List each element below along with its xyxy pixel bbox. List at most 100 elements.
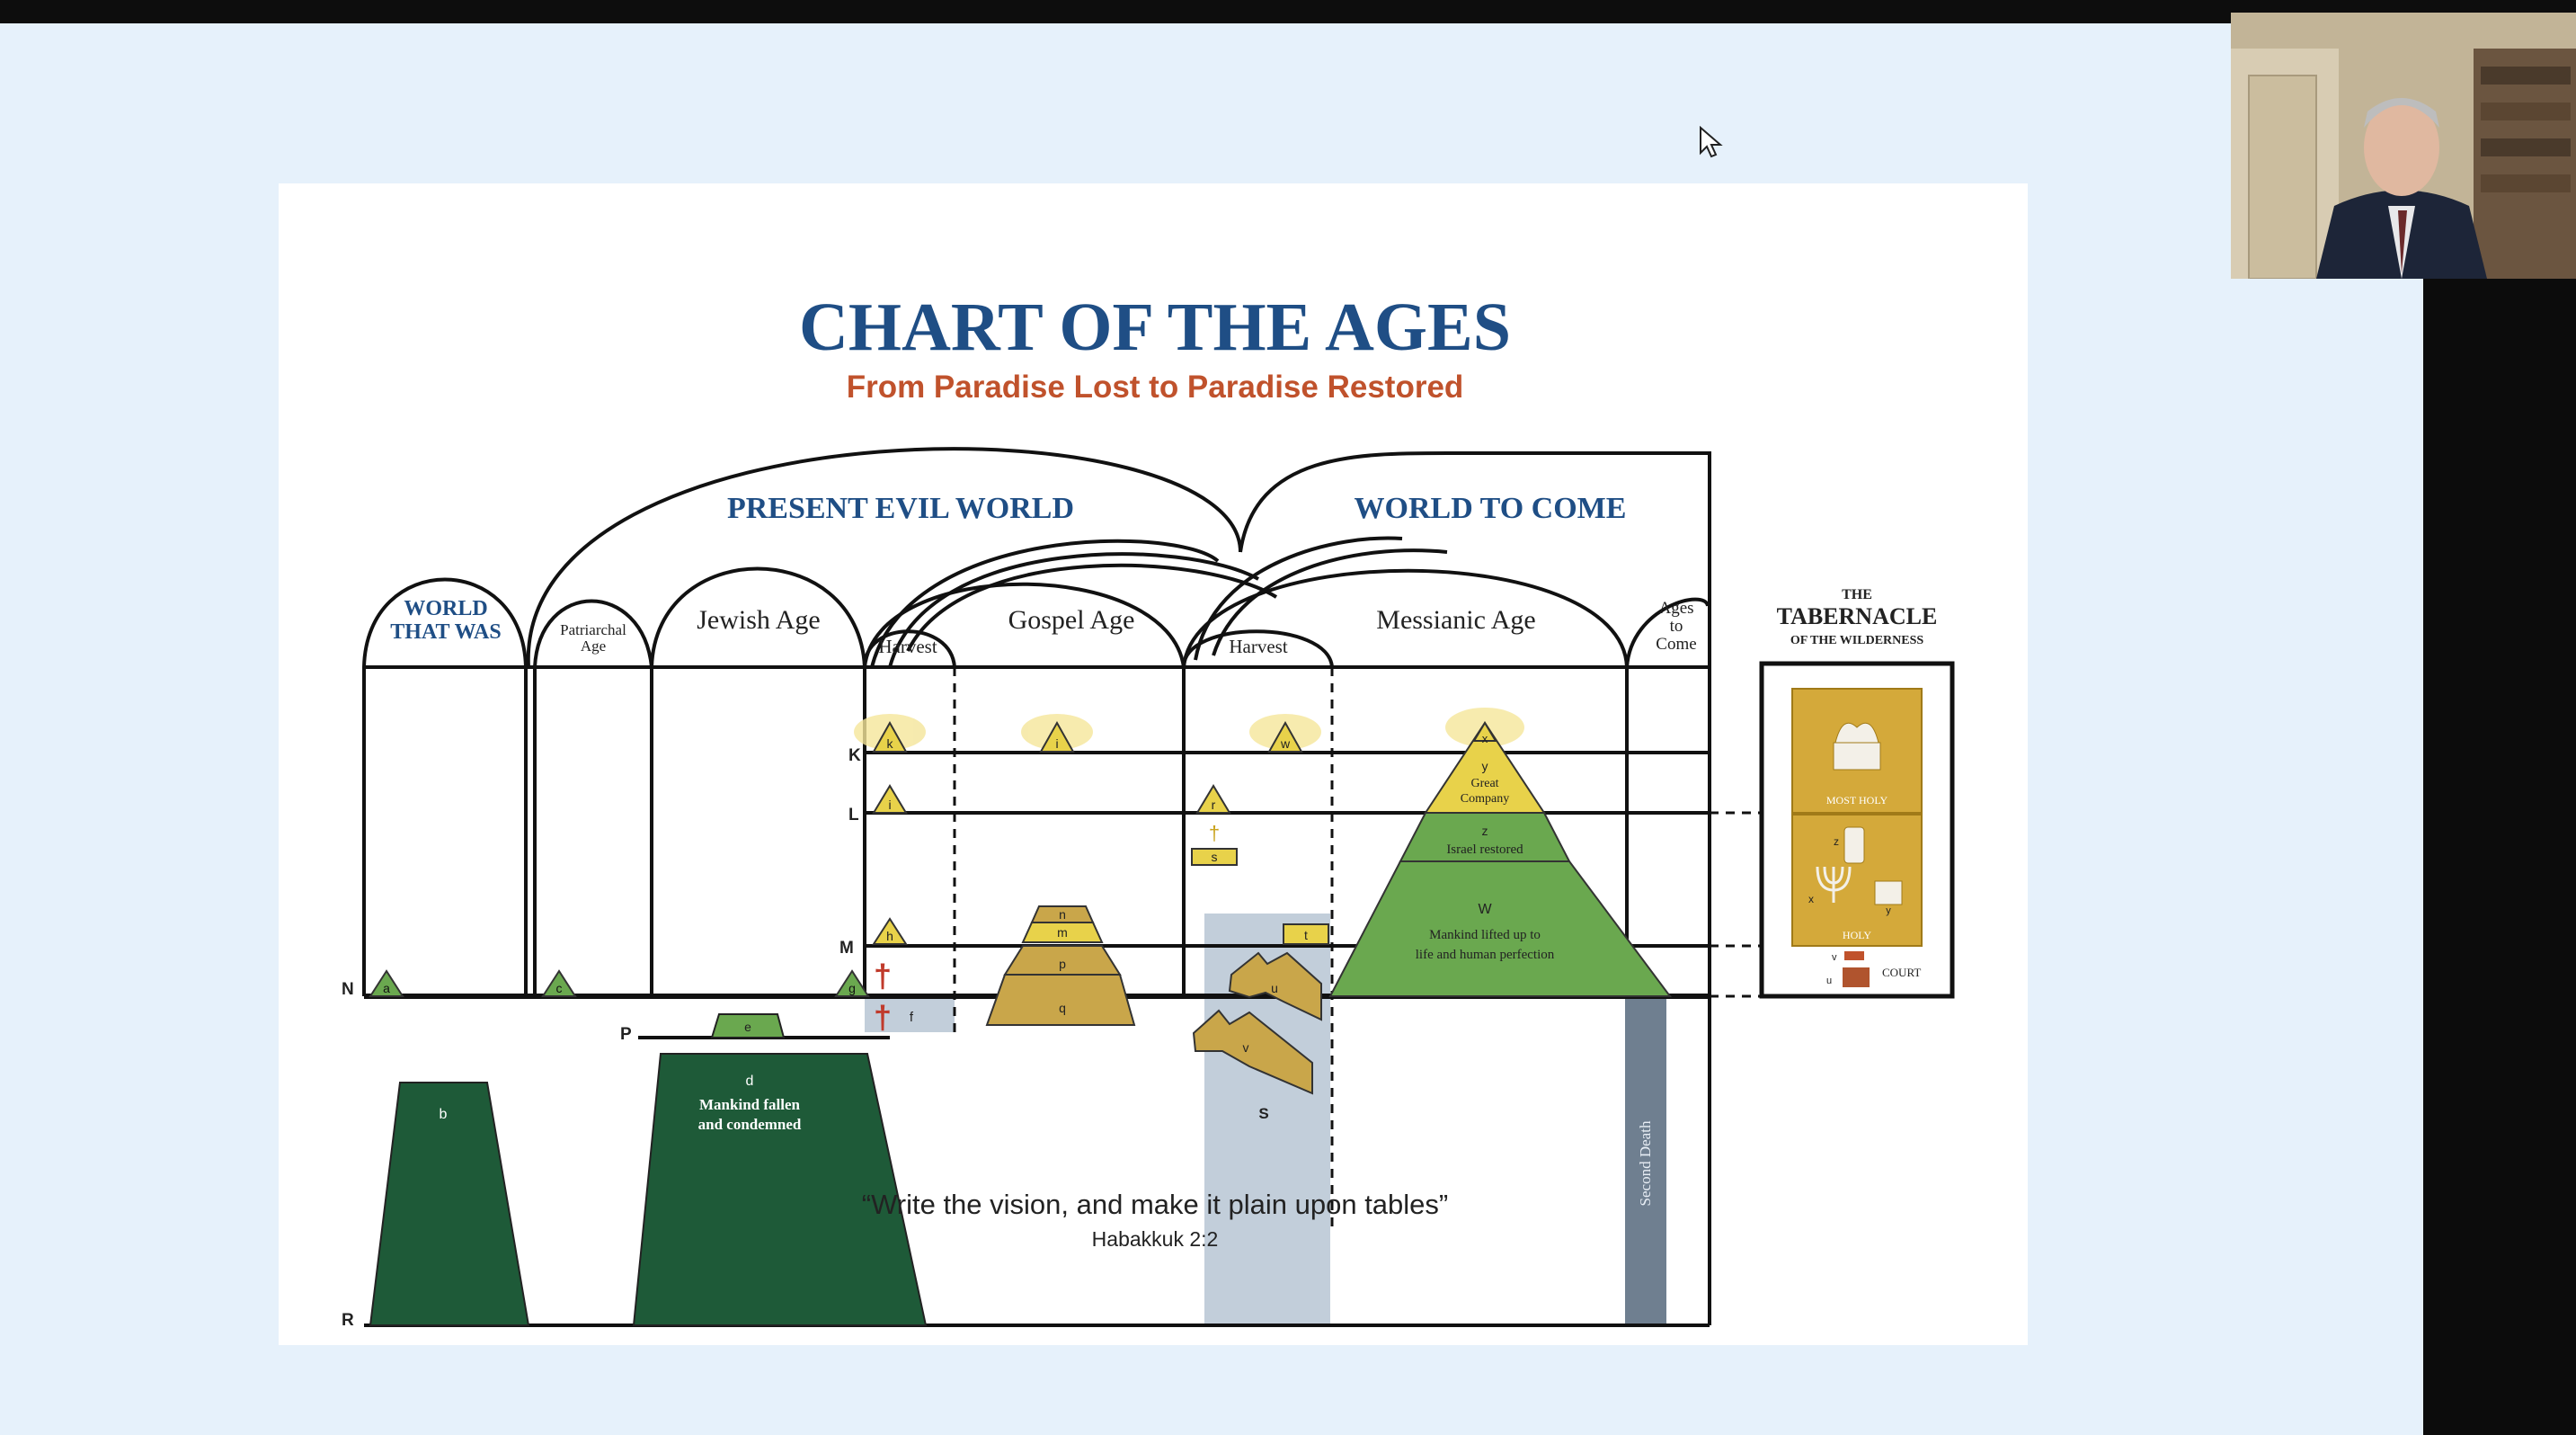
present-evil-world-arc	[526, 447, 1242, 668]
letter-big-s: S	[1258, 1105, 1268, 1122]
world-that-was-label-2: THAT WAS	[390, 620, 501, 644]
world-to-come-label: WORLD TO COME	[1355, 492, 1627, 525]
letter-y: y	[1482, 759, 1488, 773]
block-s	[1191, 848, 1238, 866]
tabernacle-y: y	[1886, 905, 1891, 916]
block-q	[985, 974, 1136, 1026]
court-label: COURT	[1882, 966, 1921, 979]
letter-i-2: i	[888, 798, 891, 812]
plane-l-label: L	[848, 806, 859, 824]
tabernacle-title: TABERNACLE	[1777, 603, 1938, 629]
altar-icon	[1874, 880, 1903, 905]
second-death-bar	[1625, 996, 1666, 1324]
letter-n: n	[1059, 907, 1066, 922]
block-m	[1021, 922, 1104, 943]
great-company-label-2: Company	[1461, 792, 1509, 806]
ages-to-come-label-2: to	[1670, 617, 1683, 636]
mouse-cursor-icon	[1700, 126, 1723, 158]
letter-c: c	[556, 981, 563, 995]
tabernacle-u: u	[1826, 976, 1832, 986]
slide-subtitle: From Paradise Lost to Paradise Restored	[847, 370, 1464, 405]
ark-icon	[1833, 722, 1881, 771]
mankind-lifted-label-1: Mankind lifted up to	[1429, 928, 1541, 942]
letter-p: p	[1059, 957, 1066, 971]
jewish-age-label: Jewish Age	[697, 605, 821, 635]
letter-q: q	[1059, 1001, 1066, 1015]
tabernacle-v: v	[1832, 952, 1837, 963]
tabernacle-z: z	[1834, 835, 1839, 848]
mankind-fallen-label-2: and condemned	[698, 1116, 802, 1133]
block-d	[632, 1053, 928, 1326]
patriarchal-age-label-1: Patriarchal	[560, 621, 626, 638]
chart-of-the-ages-diagram: CHART OF THE AGES From Paradise Lost to …	[342, 290, 1955, 1330]
plane-p-label: P	[620, 1025, 632, 1044]
letter-s: s	[1212, 850, 1218, 864]
most-holy-label: MOST HOLY	[1826, 794, 1888, 807]
pyramid-k	[872, 720, 908, 753]
mankind-lifted-label-2: life and human perfection	[1416, 948, 1555, 962]
ages-to-come-label-1: Ages	[1658, 599, 1693, 618]
present-evil-world-label: PRESENT EVIL WORLD	[727, 492, 1074, 525]
world-to-come-arc	[1239, 451, 1711, 667]
pyramid-w	[1267, 720, 1303, 753]
world-that-was-arc	[362, 577, 528, 668]
plane-k-label: K	[848, 746, 861, 765]
letter-a: a	[383, 981, 390, 995]
israel-restored-label: Israel restored	[1446, 842, 1523, 857]
harvest-shade-1	[865, 996, 955, 1032]
letter-t: t	[1304, 928, 1308, 942]
block-v	[1192, 1009, 1313, 1095]
letter-big-w: W	[1478, 902, 1492, 917]
harvest-label-1: Harvest	[878, 636, 937, 657]
chart-slide: CHART OF THE AGES From Paradise Lost to …	[279, 183, 2028, 1345]
letter-m: m	[1057, 925, 1068, 940]
jewish-age-arc	[650, 566, 866, 668]
plane-r-label: R	[342, 1311, 354, 1330]
pyramid-a	[369, 969, 404, 997]
great-company-label-1: Great	[1470, 777, 1498, 790]
messianic-age-label: Messianic Age	[1376, 605, 1535, 635]
gospel-age-label: Gospel Age	[1008, 605, 1135, 635]
harvest-arc-2	[1182, 629, 1334, 668]
ages-to-come-arc	[1625, 597, 1710, 668]
letter-g: g	[848, 981, 856, 995]
letter-v: v	[1243, 1040, 1249, 1055]
letter-f: f	[910, 1010, 914, 1025]
letter-w: w	[1280, 736, 1291, 751]
pyramid-g	[834, 969, 870, 997]
block-e	[710, 1013, 786, 1038]
gospel-age-arc	[863, 582, 1186, 668]
letter-d: d	[746, 1074, 754, 1089]
block-t	[1283, 923, 1329, 945]
pyramid-c	[541, 969, 577, 997]
quote-reference: Habakkuk 2:2	[1092, 1227, 1219, 1251]
harvest-label-2: Harvest	[1229, 636, 1287, 657]
presenter-video-thumbnail[interactable]	[2231, 13, 2576, 279]
dagger-icon: †	[1209, 822, 1220, 844]
ages-to-come-label-3: Come	[1656, 635, 1696, 654]
patriarchal-age-label-2: Age	[581, 637, 606, 655]
second-death-label: Second Death	[1637, 1120, 1654, 1206]
letter-u: u	[1271, 981, 1278, 995]
tabernacle-subtitle: OF THE WILDERNESS	[1790, 634, 1924, 647]
pyramid-i	[1039, 720, 1075, 753]
tabernacle-x: x	[1808, 893, 1814, 905]
pyramid-r	[1195, 784, 1231, 814]
slide-title: CHART OF THE AGES	[799, 290, 1511, 365]
patriarchal-age-arc	[533, 599, 653, 668]
court-icon	[1843, 951, 1870, 987]
quote-text: “Write the vision, and make it plain upo…	[862, 1189, 1448, 1220]
block-b	[369, 1082, 530, 1326]
pyramid-l-plane	[872, 784, 908, 814]
letter-z: z	[1482, 824, 1488, 838]
mankind-fallen-label-1: Mankind fallen	[699, 1096, 800, 1113]
letter-e: e	[744, 1020, 751, 1034]
letter-r: r	[1212, 798, 1216, 812]
cross-icon: †	[874, 958, 892, 994]
block-u	[1228, 951, 1322, 1021]
plane-m-label: M	[839, 939, 854, 958]
cross-icon-2: †	[874, 999, 892, 1036]
letter-k: k	[887, 736, 894, 751]
candlestick-icon	[1816, 866, 1852, 903]
top-bar	[0, 0, 2576, 23]
